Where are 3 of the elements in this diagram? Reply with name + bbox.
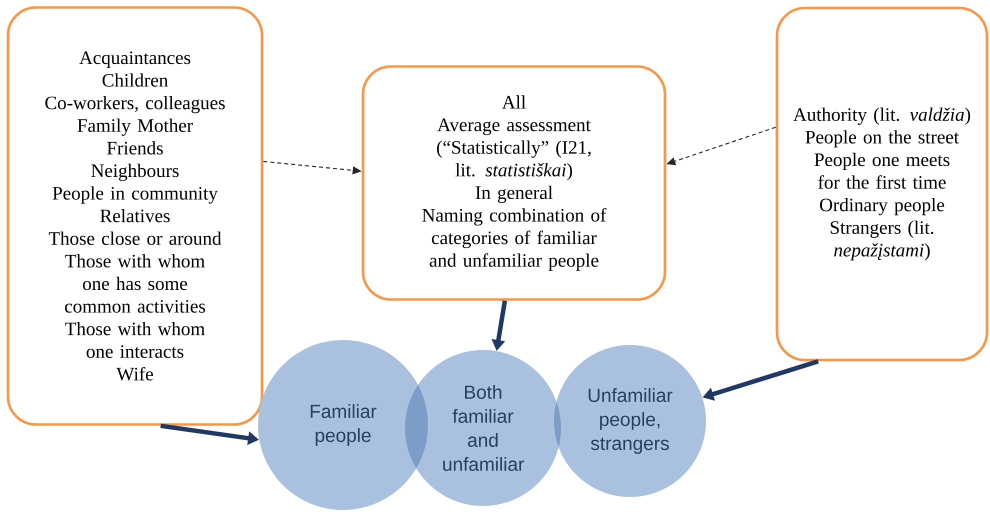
category-box: Authority (lit. valdžia) People on the street People one meets for the first time Ordinary people Strangers (lit. nepažįstami) [776, 6, 988, 362]
category-box: Acquaintances Children Co-workers, colleagues Family Mother Friends Neighbours People in community Relatives Those close or around Those with whom one has some common activities Those with whom one interacts Wife [6, 6, 264, 426]
category-box: All Average assessment (“Statistically” (I21, lit. statistiškai) In general Naming combination of categories of familiar and unfamiliar people [362, 65, 666, 301]
